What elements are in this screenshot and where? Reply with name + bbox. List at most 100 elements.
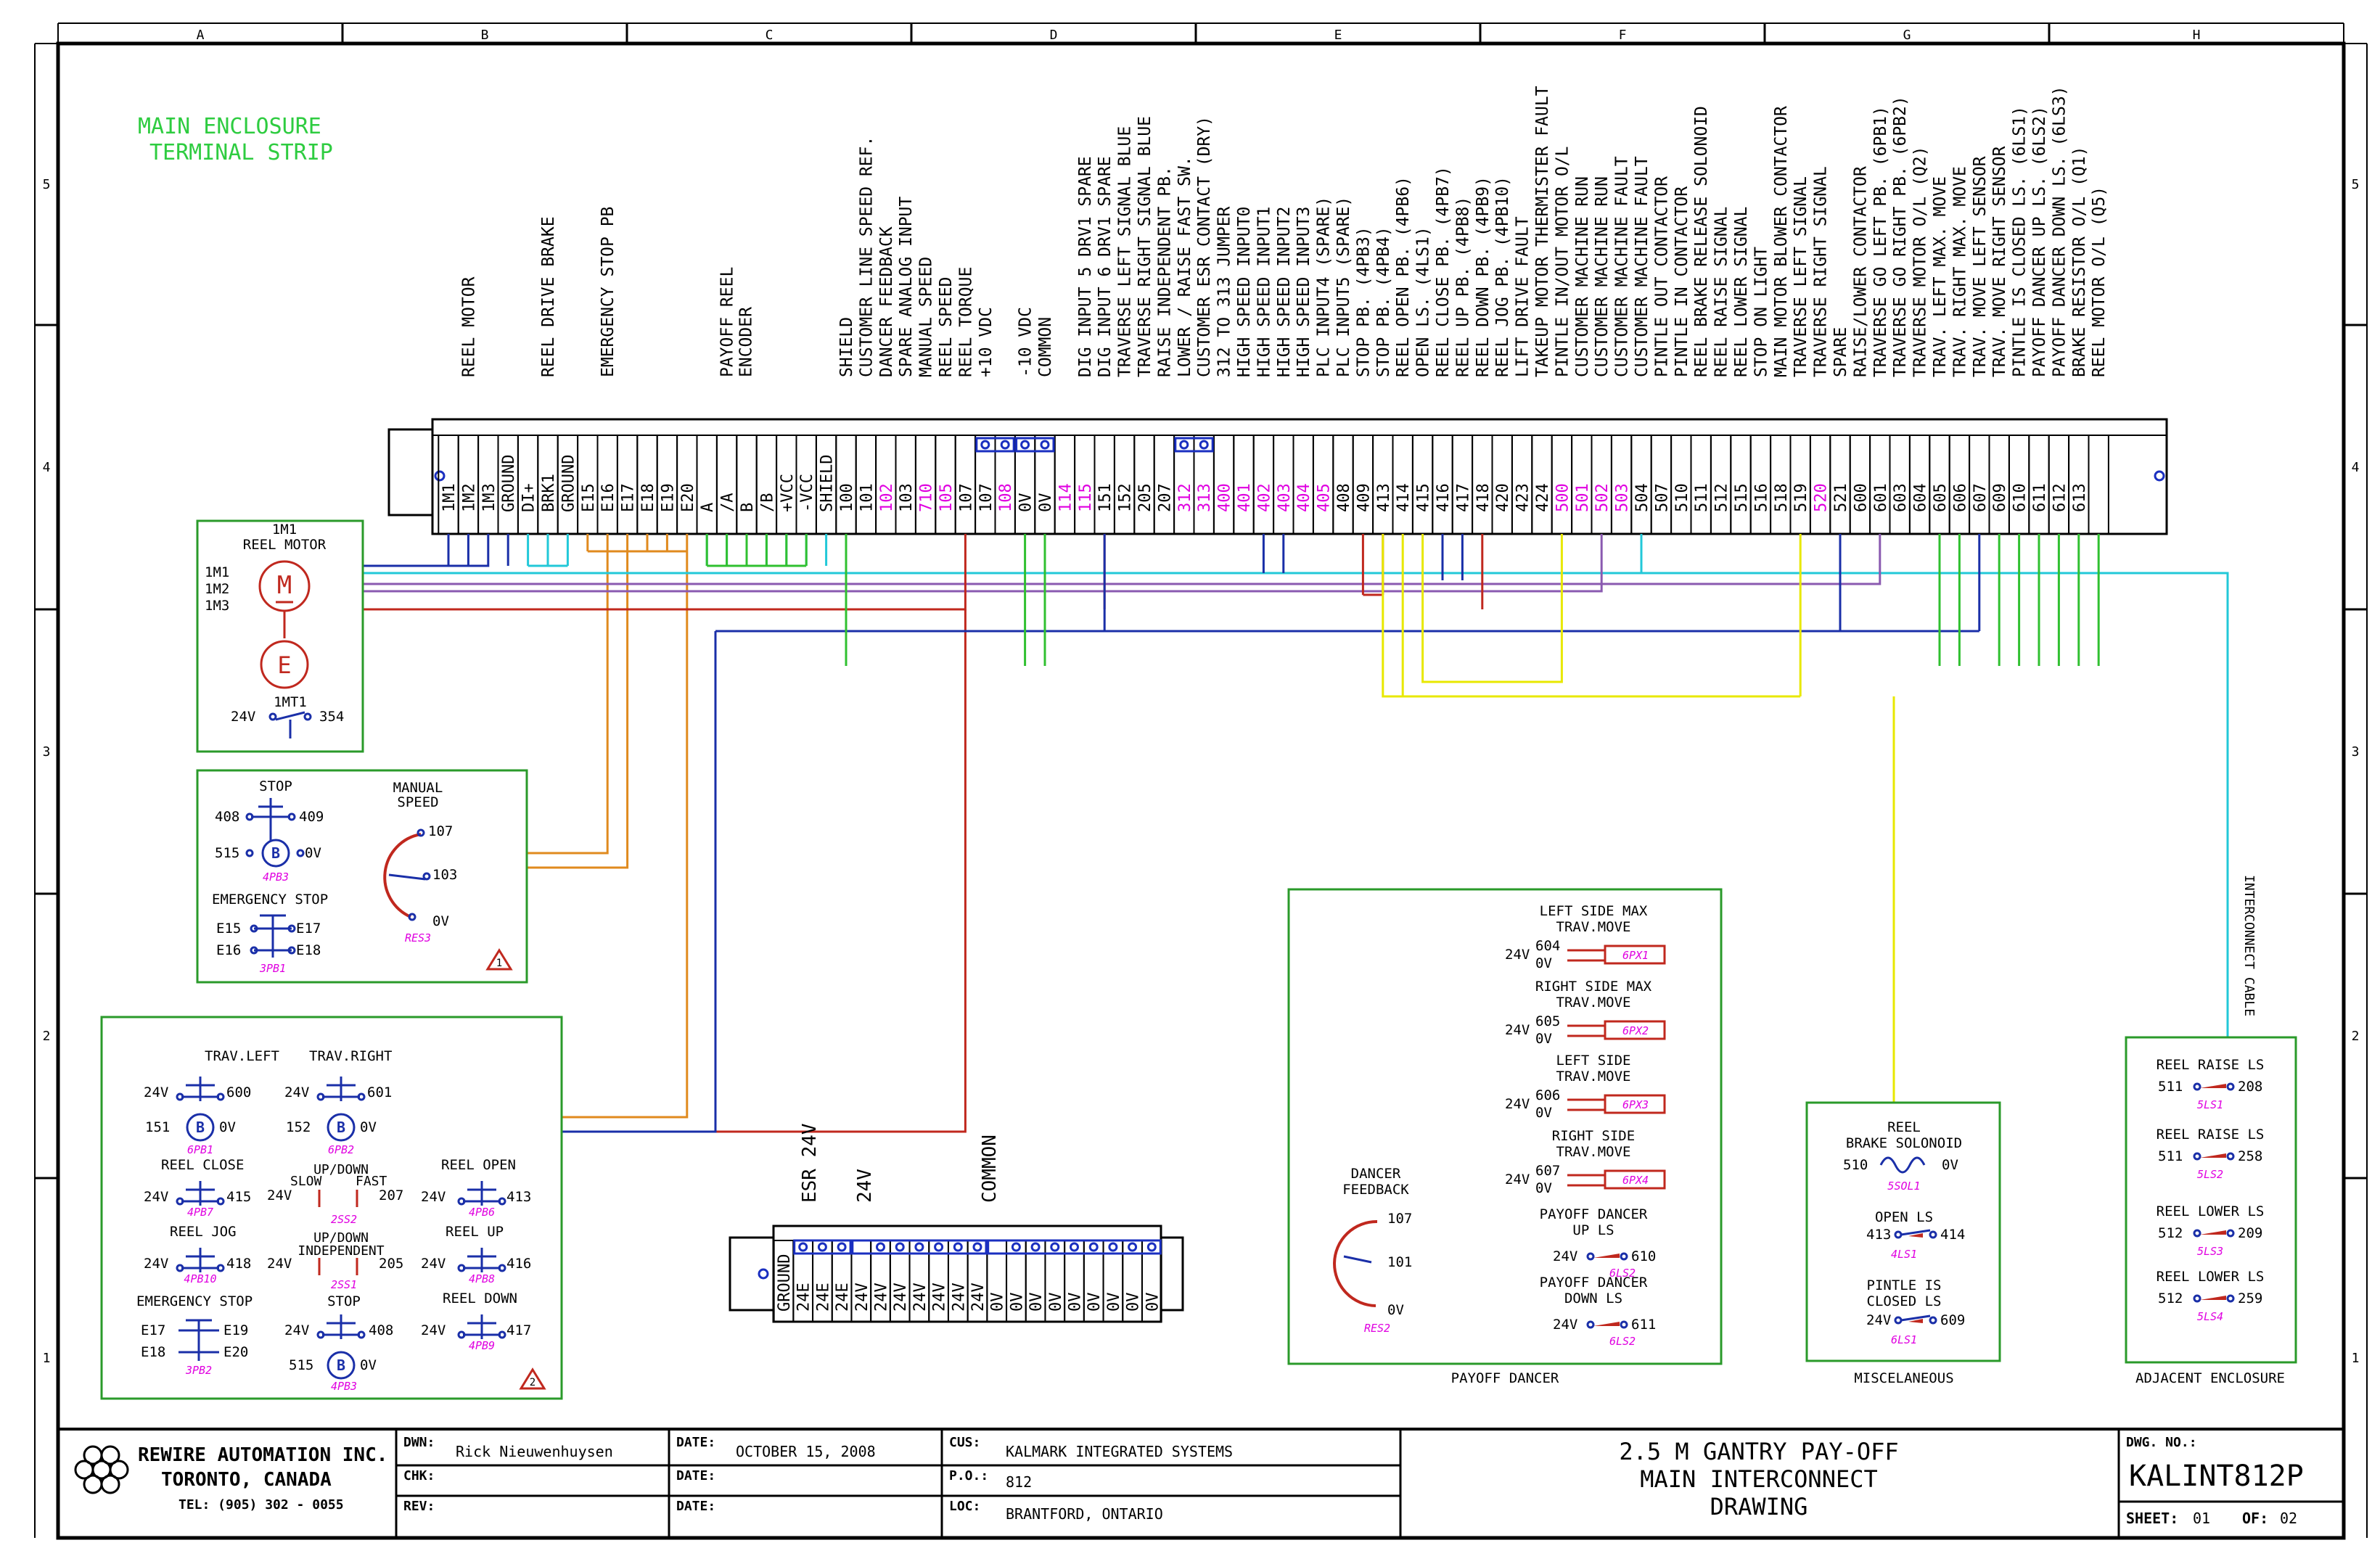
adj-a: 511 <box>2158 1079 2183 1095</box>
grid-col-label: F <box>1619 28 1627 43</box>
thermal-24v: 24V <box>231 709 255 725</box>
revision-1: 1 <box>496 958 502 969</box>
terminal-description: PLC INPUT5 (SPARE) <box>1334 197 1353 377</box>
terminal-label: 510 <box>1673 483 1691 512</box>
aux-terminal-label: 24V <box>950 1283 968 1312</box>
ls-title: DOWN LS <box>1564 1291 1622 1306</box>
stop-515: 515 <box>215 845 239 861</box>
terminal-label: 507 <box>1653 483 1671 512</box>
wire <box>363 534 1882 585</box>
encoder-letter: E <box>277 651 291 679</box>
limit-switch-icon <box>1593 1322 1620 1326</box>
adj-b: 208 <box>2238 1079 2262 1095</box>
adj-b: 258 <box>2238 1148 2262 1164</box>
dwg-no-value: KALINT812P <box>2129 1460 2304 1493</box>
terminal-label: 401 <box>1236 483 1254 512</box>
estop-e16: E16 <box>216 942 241 958</box>
terminal-description: LOWER / RAISE FAST SW. <box>1175 156 1194 377</box>
terminal-label: 601 <box>1872 483 1890 512</box>
rev-label: REV: <box>403 1499 435 1514</box>
solenoid-icon <box>1879 1156 1926 1174</box>
tag-4pb3: 4PB3 <box>263 871 289 884</box>
terminal-label: GROUND <box>559 455 578 512</box>
pendant2-tjog: 4PB10 <box>184 1272 216 1285</box>
terminal-label: 607 <box>1971 483 1990 512</box>
pendant2-v24: 24V <box>144 1084 168 1100</box>
pendant2-zero: 0V <box>360 1119 377 1135</box>
pendant2-tclose: 4PB7 <box>187 1206 213 1219</box>
dancer-label: DANCER <box>1351 1166 1401 1182</box>
pendant2-n205: 205 <box>379 1256 403 1272</box>
terminal-label: 1M2 <box>460 483 478 512</box>
terminal-label: 205 <box>1136 483 1154 512</box>
grid-row-label: 5 <box>43 177 51 192</box>
estop-e15: E15 <box>216 921 241 937</box>
grid-row-label: 2 <box>2352 1029 2360 1044</box>
pendant2-estop: EMERGENCY STOP <box>136 1293 253 1309</box>
pendant2-tr: 6PB2 <box>328 1143 354 1156</box>
prox-0v: 0V <box>1535 1180 1552 1196</box>
terminal-description: PINTLE IN CONTACTOR <box>1673 186 1691 377</box>
prox-title: TRAV.MOVE <box>1556 995 1631 1011</box>
terminal-description: COMMON <box>1036 317 1055 377</box>
aux-header-esr: ESR 24V <box>799 1123 821 1203</box>
terminal-label: /B <box>758 493 776 513</box>
terminal-description: REEL LOWER SIGNAL <box>1732 207 1751 377</box>
pendant2-updown1.1: SLOW <box>290 1174 322 1189</box>
sheet-value: 01 <box>2193 1510 2210 1527</box>
terminal-label: 0V <box>1017 493 1035 513</box>
pendant2-t2ss2: 2SS2 <box>331 1213 357 1226</box>
grid-row-label: 3 <box>43 744 51 760</box>
heading-line-2: TERMINAL STRIP <box>149 140 333 165</box>
terminal-label: DI+ <box>520 483 538 512</box>
terminal-label: 107 <box>957 483 975 512</box>
po-label: P.O.: <box>949 1468 988 1483</box>
ls-title: PAYOFF DANCER <box>1540 1275 1648 1291</box>
adjacent-enclosure-box: ADJACENT ENCLOSURE INTERCONNECT CABLE RE… <box>2125 875 2297 1386</box>
pendant2-e17: E17 <box>141 1322 165 1338</box>
terminal-description: DANCER FEEDBACK <box>877 226 896 377</box>
prox-24v: 24V <box>1505 1172 1530 1188</box>
terminal-description: PINTLE IN/OUT MOTOR O/L <box>1553 147 1572 378</box>
terminal-description: OPEN LS. (4LS1) <box>1414 226 1433 377</box>
pendant2-e19: E19 <box>223 1322 248 1338</box>
prox-tag: 6PX4 <box>1622 1174 1649 1187</box>
terminal-label: 151 <box>1096 483 1115 512</box>
terminal-description: CUSTOMER ESR CONTACT (DRY) <box>1195 116 1214 377</box>
terminal-label: 521 <box>1832 483 1850 512</box>
of-label: OF: <box>2242 1510 2268 1527</box>
pendant2-tl: 6PB1 <box>187 1143 213 1156</box>
terminal-label: B <box>739 503 757 512</box>
adj-caption: ADJACENT ENCLOSURE <box>2135 1370 2285 1386</box>
terminal-label: E18 <box>639 483 657 512</box>
terminal-label: BRK1 <box>540 474 558 512</box>
pendant2-trav_left: TRAV.LEFT <box>205 1048 279 1064</box>
terminal-description: PLC INPUT4 (SPARE) <box>1315 197 1334 377</box>
pendant2-n408: 408 <box>369 1322 393 1338</box>
motor-lead-2: 1M2 <box>205 581 229 597</box>
wire <box>1421 534 1563 683</box>
stop-408: 408 <box>215 809 239 825</box>
terminal-label: 424 <box>1534 483 1552 512</box>
aux-terminal-label: 0V <box>1105 1293 1123 1312</box>
open-413: 413 <box>1866 1227 1891 1243</box>
wire <box>562 551 689 1119</box>
pendant2-n152: 152 <box>286 1119 311 1135</box>
dancer-101: 101 <box>1387 1254 1412 1270</box>
estop-switch-icon <box>250 914 296 958</box>
date-label-2: DATE: <box>676 1468 715 1483</box>
grid-row-label: 3 <box>2352 744 2360 760</box>
terminal-label: 518 <box>1773 483 1791 512</box>
aux-terminal-label: 24V <box>911 1283 930 1312</box>
terminal-description: SHIELD <box>837 317 856 377</box>
dancer-107: 107 <box>1387 1211 1412 1227</box>
company-tel: TEL: (905) 302 - 0055 <box>178 1497 344 1512</box>
terminal-label: E17 <box>620 483 638 512</box>
adj-b: 259 <box>2238 1291 2262 1306</box>
limit-switch-icon <box>2200 1153 2226 1158</box>
grid-col-label: C <box>766 28 774 43</box>
terminal-description: TAKEUP MOTOR THERMISTER FAULT <box>1533 86 1552 377</box>
proximity-sensor-icon <box>1604 1094 1666 1114</box>
